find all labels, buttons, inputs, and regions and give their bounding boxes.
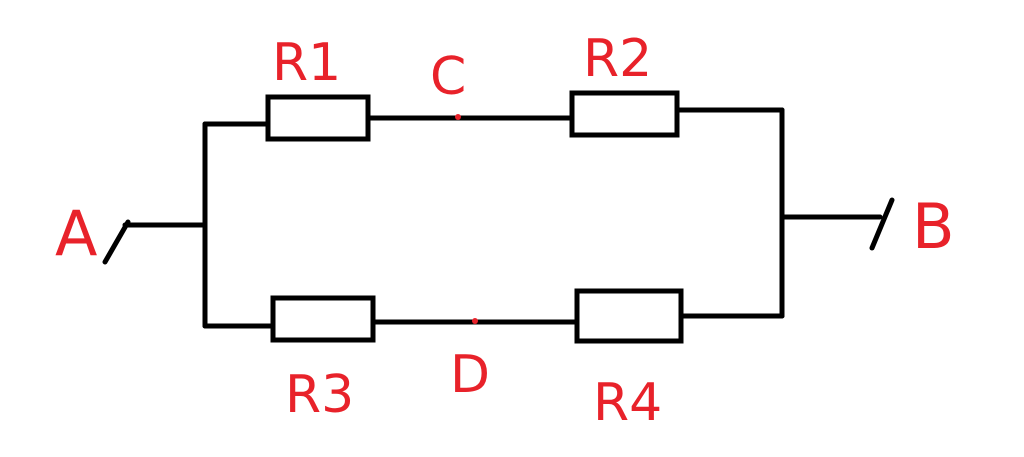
terminal-a-label: A xyxy=(55,197,97,270)
resistor-r1 xyxy=(265,94,371,142)
terminal-a-tick xyxy=(102,219,131,265)
node-c-dot xyxy=(455,114,461,120)
resistor-r2 xyxy=(569,90,680,138)
resistor-r3-label: R3 xyxy=(285,365,354,425)
terminal-b-label: B xyxy=(912,190,955,263)
node-d-label: D xyxy=(450,345,490,405)
node-d-dot xyxy=(472,318,478,324)
resistor-r4 xyxy=(574,288,684,344)
resistor-r1-label: R1 xyxy=(272,33,341,93)
resistor-r4-label: R4 xyxy=(593,373,662,433)
terminal-b-tick xyxy=(869,197,895,251)
resistor-r2-label: R2 xyxy=(583,29,652,89)
node-c-label: C xyxy=(430,47,466,107)
resistor-r3 xyxy=(270,295,376,343)
